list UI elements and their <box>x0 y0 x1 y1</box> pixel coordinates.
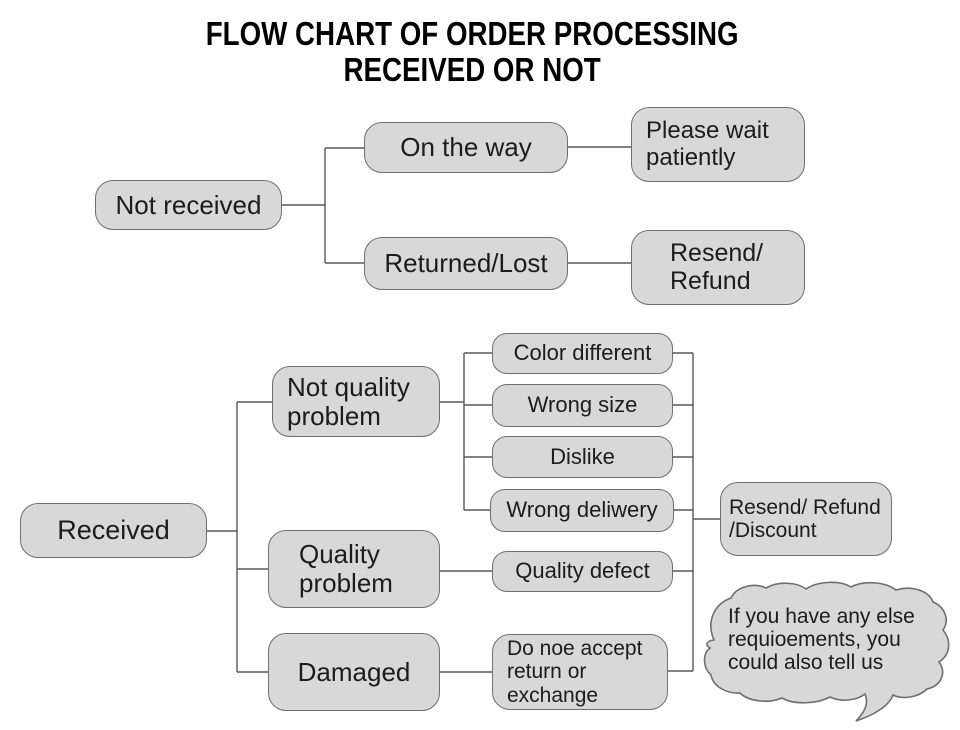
node-not-quality-problem: Not quality problem <box>272 366 440 437</box>
node-label: Dislike <box>550 443 615 469</box>
node-not-received: Not received <box>95 180 282 230</box>
node-label: Received <box>57 514 170 545</box>
node-label-line: Not quality <box>287 371 410 402</box>
bubble-line: If you have any else <box>728 605 915 628</box>
node-label-line: problem <box>299 568 393 598</box>
node-label-line: Resend/ Refund <box>729 495 881 519</box>
node-dislike: Dislike <box>492 436 673 478</box>
speech-bubble-text: If you have any else requioements, you c… <box>728 605 915 674</box>
node-label-line: Please wait <box>646 117 769 145</box>
node-quality-defect: Quality defect <box>492 551 673 592</box>
node-label: Color different <box>513 340 652 366</box>
node-label: Wrong size <box>527 392 638 418</box>
node-label: On the way <box>400 132 532 163</box>
node-label-line: exchange <box>507 683 599 707</box>
speech-bubble-shape <box>703 581 950 722</box>
title-line-1: FLOW CHART OF ORDER PROCESSING <box>206 15 739 52</box>
node-wrong-deliwery: Wrong deliwery <box>490 489 674 532</box>
bubble-line: requioements, you <box>728 628 901 651</box>
node-label-line: Quality <box>299 539 380 570</box>
page-title: FLOW CHART OF ORDER PROCESSING RECEIVED … <box>0 16 945 88</box>
node-label: Wrong deliwery <box>506 497 658 523</box>
bubble-line: could also tell us <box>728 651 884 674</box>
node-quality-problem: Quality problem <box>268 530 440 608</box>
node-label-line: Refund <box>670 266 751 295</box>
node-received: Received <box>20 503 207 558</box>
node-label-line: return or <box>507 660 587 684</box>
node-returned-lost: Returned/Lost <box>364 237 568 290</box>
node-damaged: Damaged <box>268 633 440 711</box>
node-label: Returned/Lost <box>384 248 548 279</box>
node-label-line: /Discount <box>729 519 817 542</box>
node-label-line: Do noe accept <box>507 637 643 661</box>
node-please-wait-patiently: Please wait patiently <box>631 107 805 182</box>
node-label: Not received <box>115 189 262 220</box>
node-resend-refund-discount: Resend/ Refund /Discount <box>720 482 892 556</box>
title-line-2: RECEIVED OR NOT <box>343 51 602 88</box>
node-label: Damaged <box>297 656 411 687</box>
node-wrong-size: Wrong size <box>492 384 673 427</box>
node-label-line: Resend/ <box>670 239 764 267</box>
node-label-line: patiently <box>646 143 736 171</box>
node-on-the-way: On the way <box>364 122 568 173</box>
node-label: Quality defect <box>515 558 650 584</box>
node-label-line: problem <box>287 400 381 431</box>
node-do-noe-accept: Do noe accept return or exchange <box>492 634 668 710</box>
node-color-different: Color different <box>492 333 673 374</box>
node-resend-refund: Resend/ Refund <box>631 230 805 305</box>
